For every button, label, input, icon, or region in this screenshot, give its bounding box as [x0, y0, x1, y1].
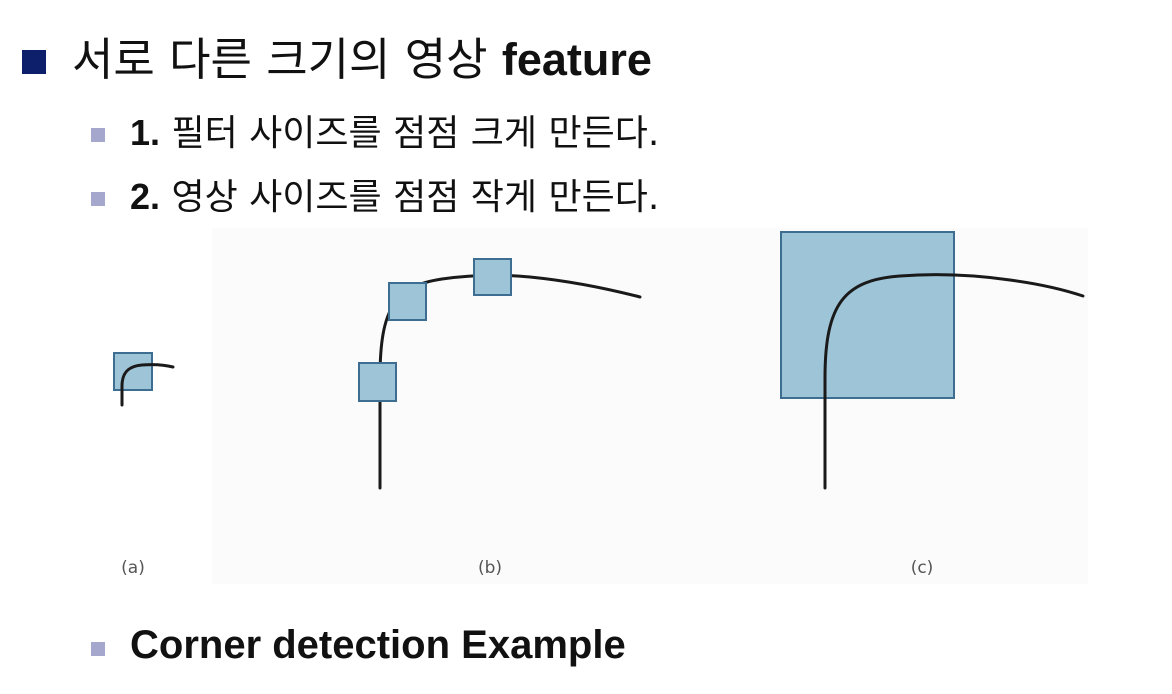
- square-bullet-icon: [91, 642, 105, 656]
- curve: [823, 273, 1085, 490]
- caption-a: (a): [121, 558, 145, 578]
- footer-list-item: Corner detection Example: [130, 623, 626, 667]
- detection-window: [113, 352, 153, 391]
- square-bullet-icon: [91, 192, 105, 206]
- panel-b: (b): [358, 258, 642, 578]
- list-item-number: 1.: [130, 112, 161, 153]
- panel-c: (c): [780, 231, 1085, 578]
- list-item-text: 영상 사이즈를 점점 작게 만든다.: [171, 177, 660, 218]
- square-bullet-icon: [91, 128, 105, 142]
- list-item-number: 2.: [130, 176, 161, 217]
- detection-window: [388, 282, 427, 321]
- square-bullet-icon: [22, 50, 46, 74]
- heading-korean: 서로 다른 크기의 영상: [72, 33, 488, 86]
- detection-window: [358, 362, 397, 402]
- detection-window: [473, 258, 512, 296]
- curve: [378, 273, 642, 490]
- figure-background: [212, 228, 1088, 584]
- slide-heading: 서로 다른 크기의 영상 feature: [72, 28, 652, 92]
- heading-english: feature: [501, 34, 652, 85]
- curve: [120, 363, 175, 407]
- list-item: 1. 필터 사이즈를 점점 크게 만든다.: [130, 108, 659, 159]
- list-item-text: 필터 사이즈를 점점 크게 만든다.: [171, 113, 660, 154]
- panel-a: (a): [113, 352, 175, 578]
- corner-detection-figure: (a) (b) (c): [113, 228, 1088, 584]
- detection-window: [780, 231, 955, 399]
- list-item: 2. 영상 사이즈를 점점 작게 만든다.: [130, 172, 659, 223]
- caption-c: (c): [911, 558, 934, 578]
- caption-b: (b): [478, 558, 502, 578]
